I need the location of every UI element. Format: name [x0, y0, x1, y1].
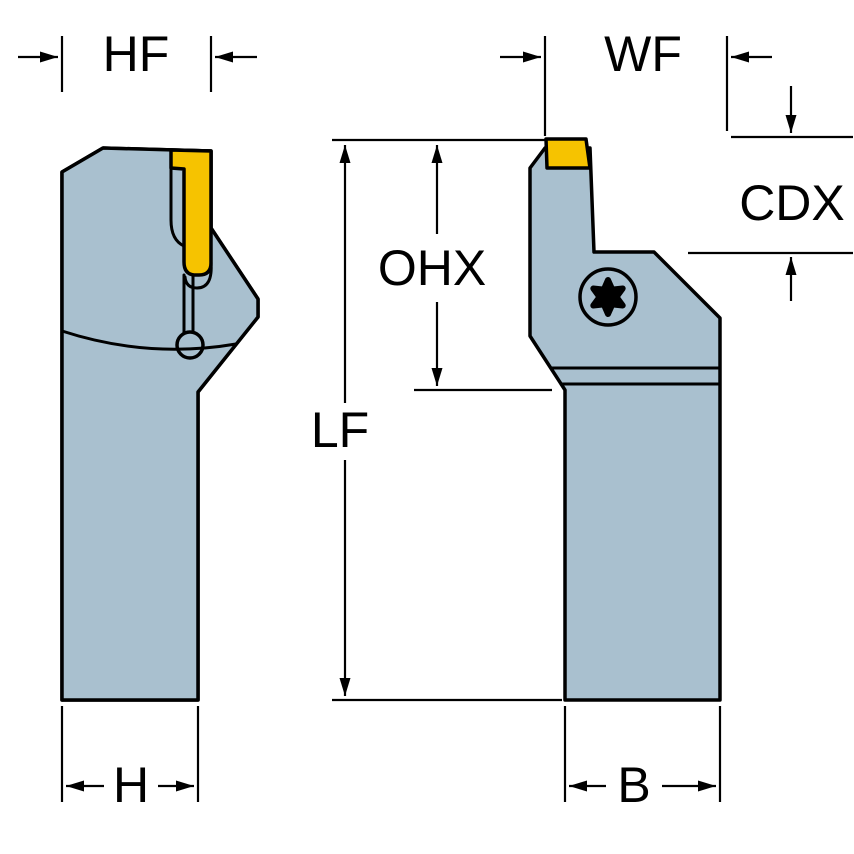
dimension-label-b: B [617, 757, 650, 813]
side-view [60, 146, 260, 702]
torx-screw-icon [590, 277, 626, 317]
dimensions: HF WF CDX OHX [18, 26, 853, 813]
hf-dimension: HF [18, 26, 257, 92]
front-view [528, 137, 722, 702]
flex-slot-hole [175, 330, 205, 360]
b-dimension: B [563, 706, 722, 813]
ohx-dimension: OHX [378, 145, 552, 392]
lf-dimension: LF [311, 138, 562, 702]
dimension-label-cdx: CDX [739, 175, 845, 231]
dimension-label-wf: WF [604, 26, 682, 82]
seat-hook-line [183, 260, 213, 290]
wf-dimension: WF [500, 26, 772, 136]
insert-front-view [544, 137, 592, 170]
dimension-label-lf: LF [311, 402, 369, 458]
blade-seam-curve [60, 329, 238, 351]
dimension-label-ohx: OHX [378, 240, 486, 296]
clamp-arm-line [169, 166, 186, 248]
cdx-dimension: CDX [688, 86, 853, 301]
holder-body-side-outline [60, 146, 260, 702]
dimension-label-hf: HF [103, 26, 170, 82]
h-dimension: H [60, 706, 200, 813]
dimension-label-h: H [113, 757, 149, 813]
